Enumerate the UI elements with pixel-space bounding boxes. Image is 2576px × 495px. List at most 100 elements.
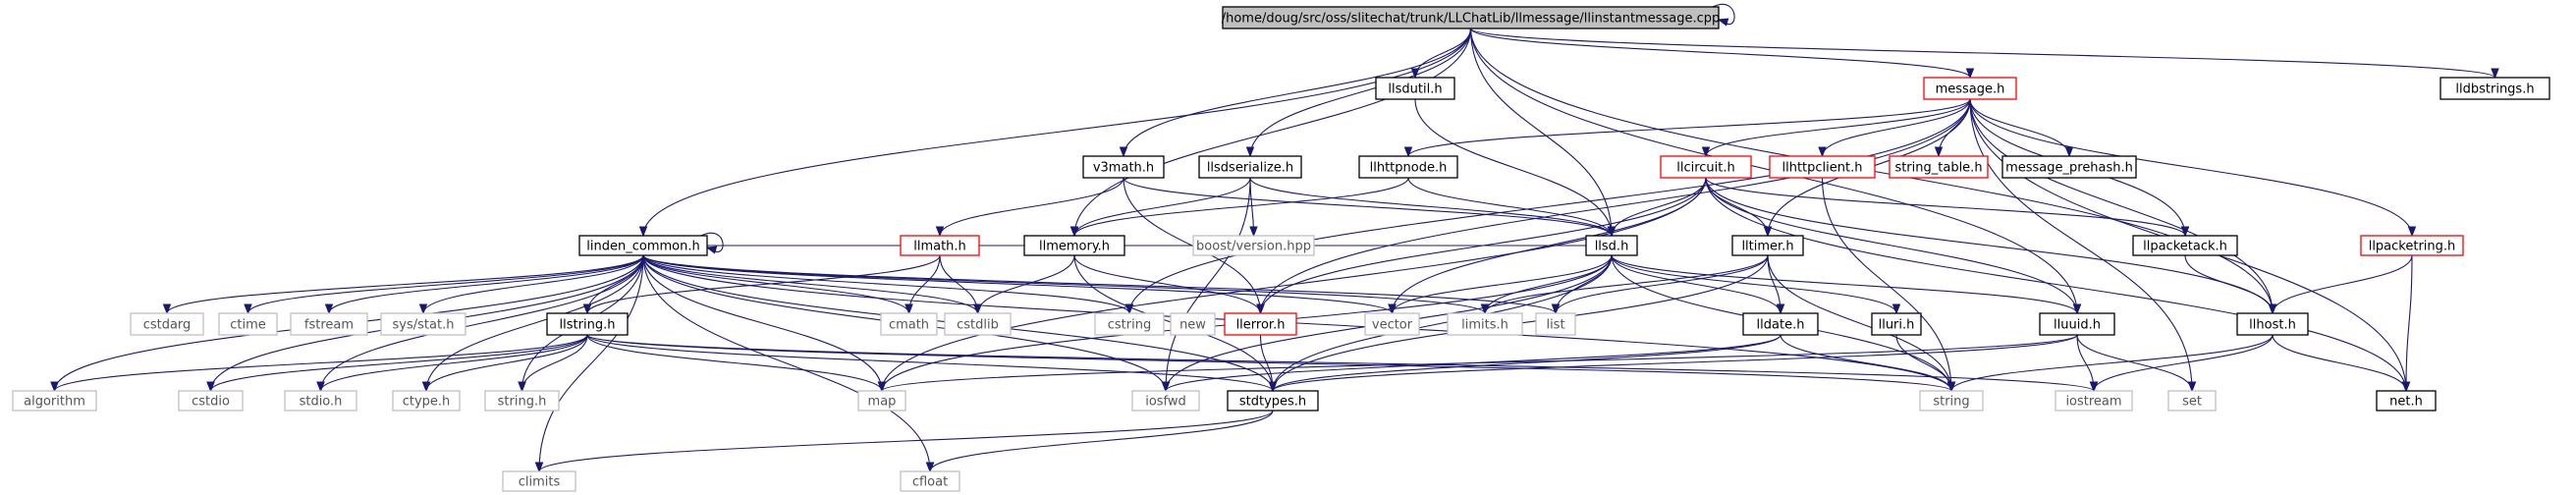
- node-cfloat[interactable]: cfloat: [900, 470, 960, 492]
- edge-root-to-llsdserialize: [1245, 28, 1472, 158]
- node-stdtypes[interactable]: stdtypes.h: [1227, 390, 1319, 412]
- node-lldbstrings[interactable]: lldbstrings.h: [2439, 77, 2550, 100]
- node-cstdio[interactable]: cstdio: [178, 390, 244, 412]
- node-message[interactable]: message.h: [1923, 77, 2017, 100]
- node-llhttpnode[interactable]: llhttpnode.h: [1358, 155, 1458, 179]
- node-neth[interactable]: net.h: [2376, 390, 2437, 412]
- edge-lldate-to-stdtypes: [1268, 334, 1781, 393]
- node-box: [1585, 235, 1638, 256]
- edge-root-to-lldbstrings: [1469, 28, 2499, 80]
- node-llsd[interactable]: llsd.h: [1585, 235, 1638, 256]
- node-label: stdtypes.h: [1239, 395, 1306, 410]
- edge-llpacketring-to-llhost: [2268, 254, 2413, 315]
- node-box: [944, 312, 1012, 336]
- node-cmath[interactable]: cmath: [880, 312, 938, 336]
- node-sysstat[interactable]: sys/stat.h: [380, 312, 466, 336]
- edge-lluuid-to-stdtypes: [1268, 334, 2078, 393]
- node-cstdlib[interactable]: cstdlib: [944, 312, 1012, 336]
- node-label: llsdutil.h: [1388, 82, 1442, 97]
- edge-llsdserialize-to-llmemory: [1069, 177, 1251, 238]
- node-string[interactable]: string: [1919, 390, 1984, 412]
- node-boostver[interactable]: boost/version.hpp: [1192, 235, 1315, 256]
- node-label: llpacketack.h: [2143, 240, 2227, 254]
- node-llhttpclient[interactable]: llhttpclient.h: [1769, 155, 1876, 179]
- node-llstring[interactable]: llstring.h: [546, 312, 629, 336]
- node-box: [1358, 155, 1458, 179]
- node-llsdutil[interactable]: llsdutil.h: [1375, 77, 1455, 100]
- node-label: llerror.h: [1236, 318, 1286, 333]
- edge-llcircuit-to-llerror: [1256, 177, 1707, 315]
- edge-llhost-to-string: [1946, 334, 2274, 393]
- edge-root-to-llsdutil: [1410, 28, 1472, 80]
- node-set[interactable]: set: [2167, 390, 2217, 412]
- edge-root-to-message: [1469, 28, 1975, 80]
- node-label: v3math.h: [1093, 161, 1154, 176]
- node-vector[interactable]: vector: [1364, 312, 1420, 336]
- node-llpacketring[interactable]: llpacketring.h: [2360, 235, 2464, 256]
- node-llsdserialize[interactable]: llsdserialize.h: [1198, 155, 1302, 179]
- edge-lluuid-to-set: [2076, 334, 2197, 393]
- node-v3math[interactable]: v3math.h: [1082, 155, 1165, 179]
- node-climits[interactable]: climits: [502, 470, 576, 492]
- node-box: [218, 312, 278, 336]
- edge-llpacketring-to-neth: [2401, 254, 2413, 393]
- node-ctype[interactable]: ctype.h: [392, 390, 461, 412]
- node-llerror[interactable]: llerror.h: [1224, 312, 1297, 336]
- node-label: lluuid.h: [2054, 318, 2101, 333]
- node-root[interactable]: /home/doug/src/oss/slitechat/trunk/LLCha…: [1222, 6, 1721, 29]
- node-string_table[interactable]: string_table.h: [1889, 155, 1989, 179]
- edge-llsdserialize-to-boostver: [1249, 177, 1258, 238]
- node-label: cstdlib: [957, 318, 999, 333]
- node-new[interactable]: new: [1170, 312, 1216, 336]
- node-ctime[interactable]: ctime: [218, 312, 278, 336]
- node-box: [578, 235, 708, 256]
- node-lluri[interactable]: lluri.h: [1871, 312, 1922, 336]
- node-box: [2236, 312, 2309, 336]
- edge-linden_common-to-climits: [534, 254, 644, 473]
- node-label: iostream: [2065, 395, 2121, 410]
- edge-lltimer-to-limits: [1480, 254, 1769, 315]
- edge-llsd-to-lluuid: [1611, 254, 2082, 315]
- node-label: llstring.h: [560, 318, 616, 333]
- edge-llmath-to-cmath: [904, 254, 941, 315]
- node-label: iosfwd: [1145, 395, 1186, 410]
- node-box: [1082, 155, 1165, 179]
- node-message_prehash[interactable]: message_prehash.h: [2001, 155, 2137, 179]
- node-lldate[interactable]: lldate.h: [1742, 312, 1819, 336]
- node-llmemory[interactable]: llmemory.h: [1023, 235, 1125, 256]
- node-linden_common[interactable]: linden_common.h: [578, 235, 708, 256]
- node-cstdarg[interactable]: cstdarg: [130, 312, 204, 336]
- node-label: llcircuit.h: [1676, 161, 1735, 176]
- node-label: cstdarg: [143, 318, 192, 333]
- edge-linden_common-to-cstdlib: [642, 254, 982, 315]
- node-label: cstdio: [192, 395, 230, 410]
- node-llpacketack[interactable]: llpacketack.h: [2132, 235, 2238, 256]
- node-label: llhttpnode.h: [1370, 161, 1448, 176]
- node-cstring[interactable]: cstring: [1094, 312, 1165, 336]
- node-fstream[interactable]: fstream: [290, 312, 368, 336]
- node-lltimer[interactable]: lltimer.h: [1731, 235, 1804, 256]
- node-box: [880, 312, 938, 336]
- node-list[interactable]: list: [1535, 312, 1576, 336]
- node-label: /home/doug/src/oss/slitechat/trunk/LLCha…: [1222, 12, 1721, 27]
- node-iosfwd[interactable]: iosfwd: [1131, 390, 1200, 412]
- node-stringh[interactable]: string.h: [484, 390, 560, 412]
- node-lluuid[interactable]: lluuid.h: [2039, 312, 2115, 336]
- edge-llstring-to-stdio: [316, 334, 588, 393]
- node-llmath[interactable]: llmath.h: [900, 235, 980, 256]
- node-map[interactable]: map: [857, 390, 906, 412]
- node-iostream[interactable]: iostream: [2055, 390, 2133, 412]
- node-stdio[interactable]: stdio.h: [284, 390, 357, 412]
- node-box: [1535, 312, 1576, 336]
- node-box: [2132, 235, 2238, 256]
- node-limits[interactable]: limits.h: [1447, 312, 1523, 336]
- node-algorithm[interactable]: algorithm: [12, 390, 97, 412]
- node-label: llhttpclient.h: [1782, 161, 1863, 176]
- node-box: [1923, 77, 2017, 100]
- edge-message-to-llhttpnode: [1403, 98, 1971, 158]
- node-label: string.h: [498, 395, 547, 410]
- node-label: net.h: [2389, 395, 2423, 410]
- node-llhost[interactable]: llhost.h: [2236, 312, 2309, 336]
- node-box: [1131, 390, 1200, 412]
- node-llcircuit[interactable]: llcircuit.h: [1660, 155, 1752, 179]
